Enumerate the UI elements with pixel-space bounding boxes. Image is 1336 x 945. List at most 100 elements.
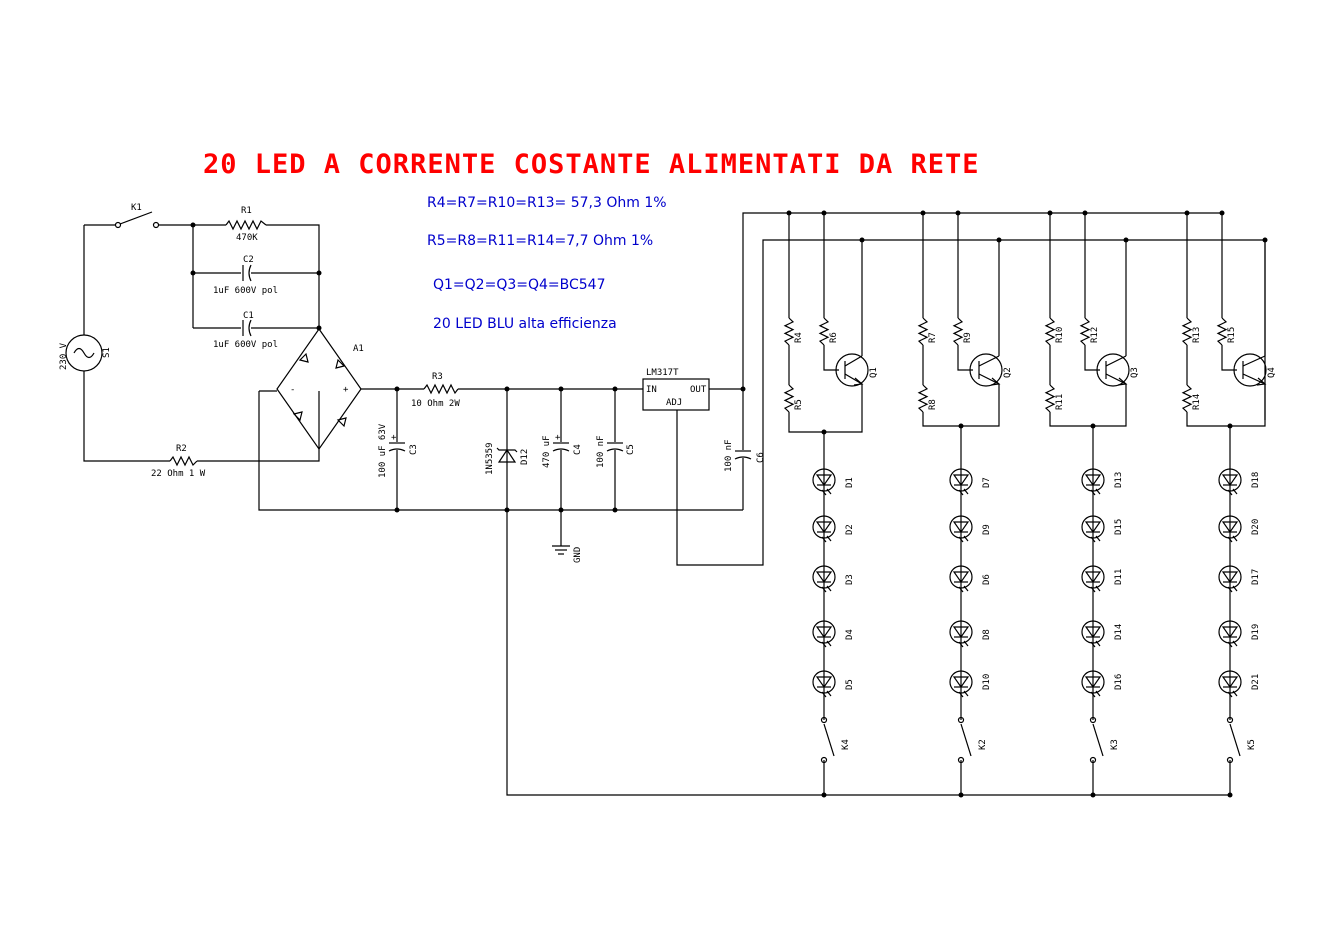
ic-name: LM317T bbox=[646, 368, 679, 378]
led-d6: D6 bbox=[949, 565, 992, 593]
switch-k2: K2 bbox=[957, 716, 988, 764]
transistor-label: Q3 bbox=[1130, 367, 1140, 378]
transistor-label: Q2 bbox=[1003, 367, 1013, 378]
capacitor-c5: 100 nF C5 bbox=[596, 435, 636, 468]
led-label: D15 bbox=[1114, 519, 1124, 535]
resistor-label: R9 bbox=[963, 332, 973, 343]
c3-polarity: + bbox=[391, 433, 397, 443]
r1-value: 470K bbox=[236, 233, 258, 243]
led-label: D14 bbox=[1114, 624, 1124, 640]
switch-label: K4 bbox=[841, 739, 851, 750]
c4-value: 470 uF bbox=[542, 435, 552, 468]
resistor-r1: R1 470K bbox=[225, 206, 267, 243]
resistor-label: R11 bbox=[1055, 394, 1065, 410]
c2-name: C2 bbox=[243, 255, 254, 265]
resistor-label: R4 bbox=[794, 332, 804, 343]
switch-k5: K5 bbox=[1226, 716, 1257, 764]
resistor-label: R6 bbox=[829, 332, 839, 343]
led-d1: D1 bbox=[812, 468, 855, 496]
led-d10: D10 bbox=[949, 670, 992, 698]
r2-value: 22 Ohm 1 W bbox=[151, 469, 206, 479]
r3-value: 10 Ohm 2W bbox=[411, 399, 460, 409]
led-d19: D19 bbox=[1218, 620, 1261, 648]
schematic-title: 20 LED A CORRENTE COSTANTE ALIMENTATI DA… bbox=[203, 149, 980, 180]
led-d21: D21 bbox=[1218, 670, 1261, 698]
resistor-r12: R12 bbox=[1079, 317, 1100, 346]
transistor-label: Q4 bbox=[1267, 367, 1277, 378]
led-d9: D9 bbox=[949, 515, 992, 543]
source-name: S1 bbox=[102, 347, 112, 358]
capacitor-c6: 100 nF C6 bbox=[724, 439, 766, 472]
resistor-r6: R6 bbox=[818, 317, 839, 346]
bridge-plus: + bbox=[343, 385, 349, 395]
resistor-r10: R10 bbox=[1044, 317, 1065, 346]
led-label: D18 bbox=[1251, 472, 1261, 488]
gnd-label: GND bbox=[573, 547, 583, 563]
transistor-q2: Q2 bbox=[969, 353, 1013, 387]
resistor-r2: R2 22 Ohm 1 W bbox=[151, 444, 206, 479]
capacitor-c1: C1 1uF 600V pol bbox=[213, 311, 278, 350]
bridge-minus: - bbox=[290, 385, 295, 395]
capacitor-c4: + 470 uF C4 bbox=[542, 433, 583, 468]
ic-adj: ADJ bbox=[666, 398, 682, 408]
note-resistor-top: R4=R7=R10=R13= 57,3 Ohm 1% bbox=[427, 195, 667, 211]
led-d16: D16 bbox=[1081, 670, 1124, 698]
led-label: D4 bbox=[845, 629, 855, 640]
led-label: D3 bbox=[845, 574, 855, 585]
led-d15: D15 bbox=[1081, 515, 1124, 543]
transistor-label: Q1 bbox=[869, 367, 879, 378]
resistor-label: R12 bbox=[1090, 327, 1100, 343]
led-label: D17 bbox=[1251, 569, 1261, 585]
c4-polarity: + bbox=[555, 433, 561, 443]
resistor-r3: R3 10 Ohm 2W bbox=[411, 372, 460, 409]
c5-name: C5 bbox=[626, 444, 636, 455]
c4-name: C4 bbox=[573, 444, 583, 455]
switch-label: K3 bbox=[1110, 739, 1120, 750]
led-label: D13 bbox=[1114, 472, 1124, 488]
switch-label: K2 bbox=[978, 739, 988, 750]
led-label: D6 bbox=[982, 574, 992, 585]
switch-k4: K4 bbox=[820, 716, 851, 764]
ic-out: OUT bbox=[690, 385, 707, 395]
r1-name: R1 bbox=[241, 206, 252, 216]
c1-value: 1uF 600V pol bbox=[213, 340, 278, 350]
regulator-section: + 100 uF 63V C3 R3 10 Ohm 2W 1N5359 D12 … bbox=[361, 212, 1266, 796]
led-d2: D2 bbox=[812, 515, 855, 543]
r2-name: R2 bbox=[176, 444, 187, 454]
c1-name: C1 bbox=[243, 311, 254, 321]
led-d7: D7 bbox=[949, 468, 992, 496]
led-d4: D4 bbox=[812, 620, 855, 648]
led-label: D19 bbox=[1251, 624, 1261, 640]
resistor-label: R14 bbox=[1192, 394, 1202, 410]
c5-value: 100 nF bbox=[596, 435, 606, 468]
input-section: K1 R1 470K C2 1uF 600V pol C1 1uF 600V p… bbox=[59, 203, 743, 511]
zener-value: 1N5359 bbox=[485, 442, 495, 475]
resistor-label: R5 bbox=[794, 399, 804, 410]
resistor-r8: R8 bbox=[917, 384, 938, 413]
note-transistors: Q1=Q2=Q3=Q4=BC547 bbox=[433, 277, 605, 293]
led-label: D16 bbox=[1114, 674, 1124, 690]
resistor-r5: R5 bbox=[783, 384, 804, 413]
zener-name: D12 bbox=[520, 449, 530, 465]
switch-k1: K1 bbox=[114, 203, 160, 229]
resistor-r14: R14 bbox=[1181, 384, 1202, 413]
switch-k1-label: K1 bbox=[131, 203, 142, 213]
led-label: D5 bbox=[845, 679, 855, 690]
ground-symbol: GND bbox=[552, 545, 583, 563]
led-label: D9 bbox=[982, 524, 992, 535]
led-label: D8 bbox=[982, 629, 992, 640]
switch-k3: K3 bbox=[1089, 716, 1120, 764]
note-resistor-bottom: R5=R8=R11=R14=7,7 Ohm 1% bbox=[427, 233, 653, 249]
resistor-r4: R4 bbox=[783, 317, 804, 346]
bridge-name: A1 bbox=[353, 344, 364, 354]
switch-label: K5 bbox=[1247, 739, 1257, 750]
source-voltage: 230 V bbox=[59, 342, 69, 370]
resistor-r9: R9 bbox=[952, 317, 973, 346]
resistor-label: R15 bbox=[1227, 327, 1237, 343]
led-d18: D18 bbox=[1218, 468, 1261, 496]
led-label: D7 bbox=[982, 477, 992, 488]
